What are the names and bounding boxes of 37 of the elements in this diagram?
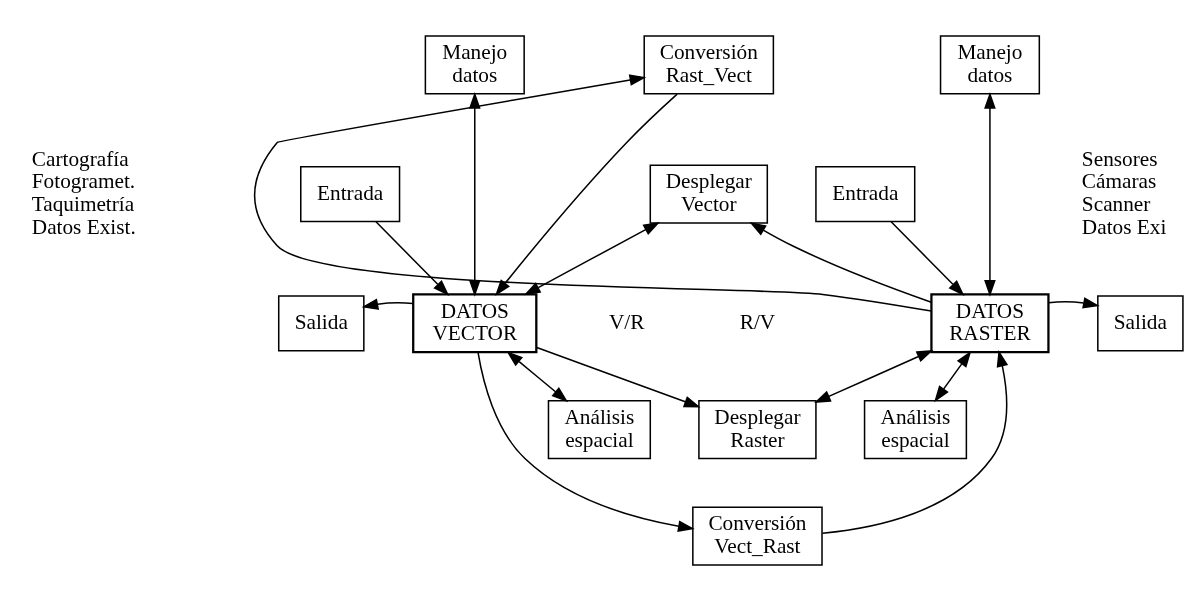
- node-box: Entrada: [300, 166, 401, 223]
- node-box: Análisis espacial: [863, 400, 968, 460]
- node-box: Conversión Rast_Vect: [643, 35, 775, 95]
- arrow: [821, 350, 1009, 534]
- node-label: Scanner: [1081, 192, 1151, 217]
- arrow: [890, 221, 965, 296]
- node-box: Salida: [1097, 295, 1184, 352]
- arrow: [749, 221, 933, 303]
- arrow: [477, 351, 695, 532]
- node-box: Conversión Vect_Rast: [692, 506, 823, 566]
- arrow: [361, 298, 414, 310]
- node-box: Entrada: [815, 166, 916, 223]
- node-box: Manejo datos: [424, 35, 525, 95]
- node-label: Taquimetría: [31, 192, 135, 217]
- arrow: [1047, 297, 1100, 309]
- node-label: Datos Exi: [1081, 214, 1167, 239]
- label: R/V: [739, 309, 776, 334]
- node-box: Manejo datos: [939, 35, 1041, 95]
- node-label: Cámaras: [1081, 169, 1157, 194]
- arrow: [813, 349, 934, 404]
- arrow: [253, 74, 933, 312]
- arrow: [495, 93, 678, 296]
- node-box: DATOS VECTOR: [412, 293, 538, 354]
- node-label: Cartografía: [31, 146, 129, 171]
- arrow: [523, 221, 661, 296]
- arrow: [984, 91, 996, 297]
- arrow: [506, 351, 569, 403]
- node-box: Desplegar Raster: [698, 400, 817, 460]
- node-box: DATOS RASTER: [930, 293, 1050, 354]
- arrow: [375, 221, 450, 296]
- node-box: Análisis espacial: [547, 400, 652, 460]
- node-label: Sensores: [1081, 146, 1158, 171]
- node-box: Desplegar Vector: [649, 164, 769, 224]
- arrow: [934, 350, 972, 403]
- node-box: Salida: [277, 295, 365, 352]
- label: V/R: [609, 309, 645, 334]
- arrow: [536, 346, 701, 408]
